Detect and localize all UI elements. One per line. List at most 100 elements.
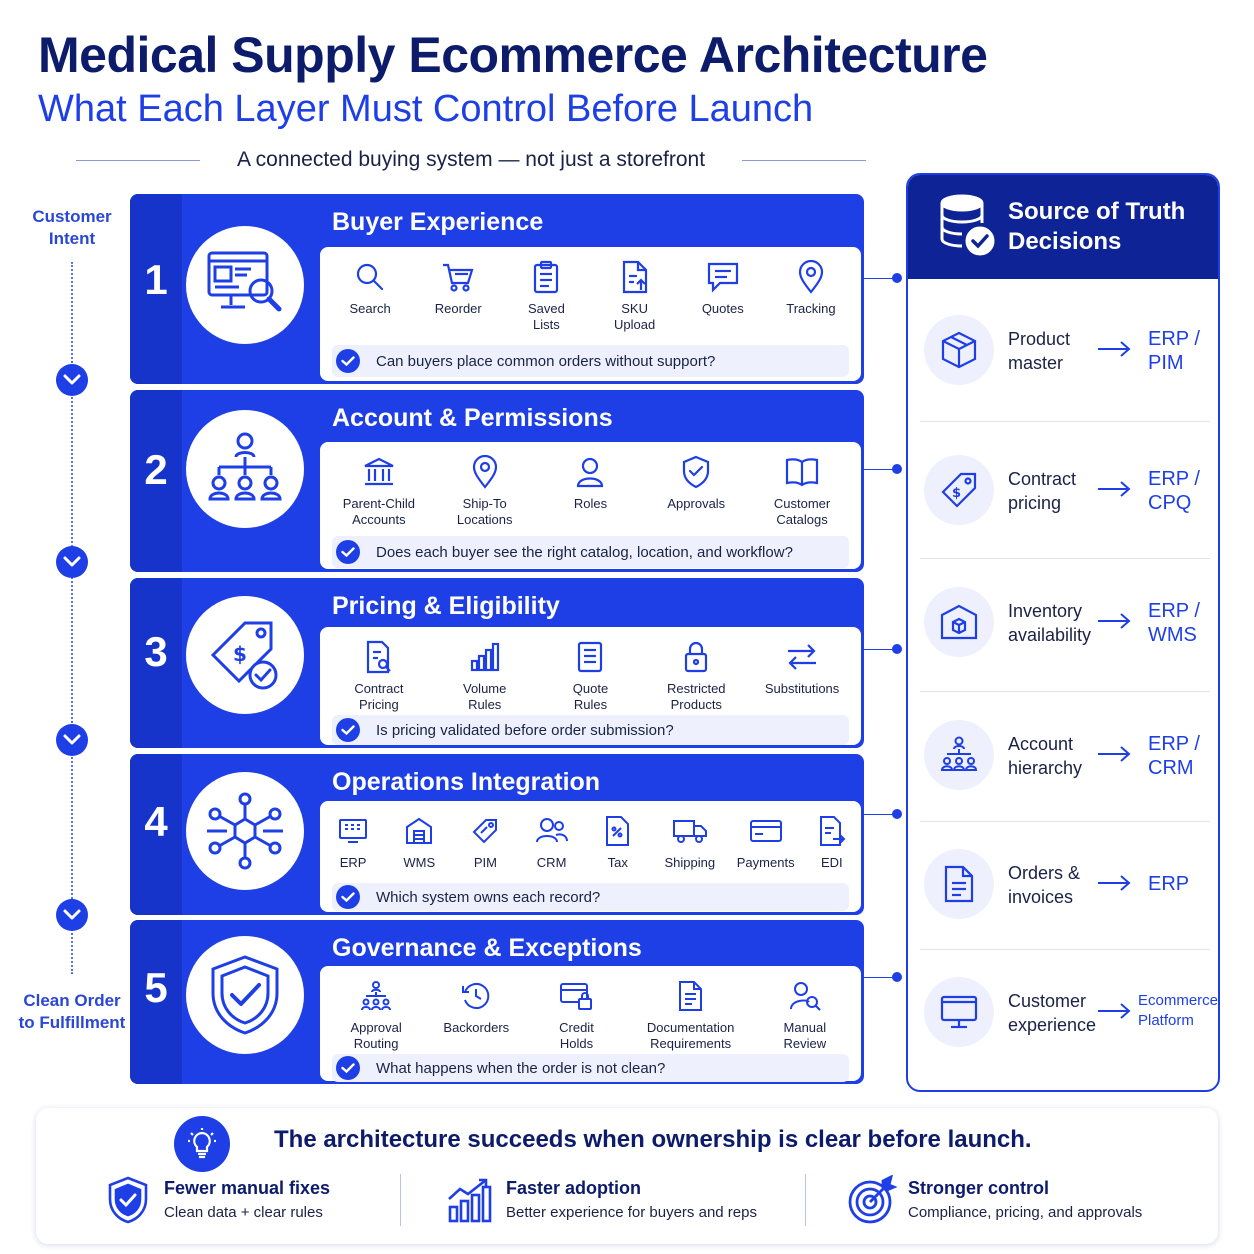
layer-title: Pricing & Eligibility [332, 592, 560, 620]
open-book-icon [784, 452, 820, 492]
document-icon [677, 976, 705, 1016]
source-of-truth-panel: Source of Truth Decisions Product master… [906, 173, 1220, 1092]
search-icon [354, 257, 386, 297]
item-contract-pricing: Contract Pricing [333, 637, 425, 713]
flow-line [71, 262, 73, 974]
network-hub-icon [186, 772, 304, 890]
item-edi: EDI [803, 811, 861, 871]
shield-check-icon [681, 452, 711, 492]
box-icon [924, 315, 994, 385]
tag-icon [470, 811, 500, 851]
card-lock-icon [559, 976, 593, 1016]
price-tag-icon: $ [924, 455, 994, 525]
sot-row-orders-invoices: Orders & invoices ERP [920, 849, 1210, 919]
item-quotes: Quotes [679, 257, 767, 333]
warehouse-icon [404, 811, 434, 851]
item-tax: Tax [585, 811, 651, 871]
clipboard-list-icon [531, 257, 561, 297]
item-substitutions: Substitutions [756, 637, 848, 713]
sot-row-contract-pricing: $ Contract pricing ERP / CPQ [920, 455, 1210, 525]
flow-check-icon [56, 899, 88, 931]
clock-history-icon [460, 976, 492, 1016]
layer-question: Can buyers place common orders without s… [332, 345, 849, 377]
connector-dot [892, 464, 902, 474]
item-quote-rules: Quote Rules [544, 637, 636, 713]
chat-bubble-icon [706, 257, 740, 297]
layer-number: 2 [144, 446, 168, 493]
item-wms: WMS [386, 811, 452, 871]
swap-arrows-icon [785, 637, 819, 677]
growth-chart-icon [444, 1174, 496, 1226]
arrow-right-icon [1096, 744, 1132, 769]
layer-title: Account & Permissions [332, 404, 613, 432]
connector-dot [892, 273, 902, 283]
arrow-right-icon [1096, 611, 1132, 636]
connector-dot [892, 972, 902, 982]
item-ship-to-locations: Ship-To Locations [439, 452, 531, 528]
flow-start-label: Customer Intent [32, 207, 112, 248]
divider [400, 1174, 401, 1226]
layer-panel: Parent-Child Accounts Ship-To Locations … [320, 442, 861, 569]
item-manual-review: Manual Review [759, 976, 851, 1052]
shield-check-icon [186, 936, 304, 1054]
sot-row-product-master: Product master ERP / PIM [920, 315, 1210, 385]
layer-panel: Contract Pricing Volume Rules Quote Rule… [320, 627, 861, 745]
check-circle-icon [336, 885, 360, 909]
layer-panel: Approval Routing Backorders Credit Holds… [320, 966, 861, 1082]
item-roles: Roles [544, 452, 636, 528]
item-tracking: Tracking [767, 257, 855, 333]
layer-number: 5 [144, 964, 168, 1011]
item-backorders: Backorders [430, 976, 522, 1052]
item-volume-rules: Volume Rules [439, 637, 531, 713]
connector-line [864, 649, 898, 650]
item-documentation-requirements: Documentation Requirements [631, 976, 751, 1052]
check-circle-icon [336, 349, 360, 373]
layer-question: Which system owns each record? [332, 883, 849, 911]
database-check-icon [936, 193, 998, 264]
monitor-icon [924, 977, 994, 1047]
layer-question: Is pricing validated before order submis… [332, 715, 849, 745]
layer-number: 1 [144, 256, 168, 303]
tax-document-icon [604, 811, 632, 851]
tagline-rule-right [742, 160, 866, 161]
arrow-right-icon [1096, 479, 1132, 504]
arrow-right-icon [1096, 873, 1132, 898]
item-restricted-products: Restricted Products [650, 637, 742, 713]
check-circle-icon [336, 540, 360, 564]
user-search-icon [789, 976, 821, 1016]
source-of-truth-title: Source of Truth Decisions [1008, 198, 1186, 255]
price-tag-check-icon: $ [186, 596, 304, 714]
item-credit-holds: Credit Holds [530, 976, 622, 1052]
flow-end-label: Clean Order to Fulfillment [18, 991, 126, 1032]
bar-chart-icon [469, 637, 501, 677]
item-crm: CRM [519, 811, 585, 871]
tagline-rule-left [76, 160, 200, 161]
layer-operations-integration: 4 Operations Integration ERP WMS PIM CRM [130, 754, 864, 915]
connector-dot [892, 809, 902, 819]
item-shipping: Shipping [651, 811, 729, 871]
flow-check-icon [56, 546, 88, 578]
item-parent-child-accounts: Parent-Child Accounts [333, 452, 425, 528]
page-title: Medical Supply Ecommerce Architecture [38, 27, 988, 83]
svg-text:$: $ [952, 486, 961, 501]
layer-question: What happens when the order is not clean… [332, 1054, 849, 1082]
server-grid-icon [338, 811, 368, 851]
sot-row-customer-experience: Customer experience Ecommerce Platform [920, 977, 1218, 1047]
document-icon [924, 849, 994, 919]
sot-row-inventory-availability: Inventory availability ERP / WMS [920, 587, 1210, 657]
lightbulb-icon [174, 1116, 230, 1172]
svg-text:$: $ [233, 642, 247, 666]
connector-line [864, 469, 898, 470]
connector-line [864, 814, 898, 815]
item-payments: Payments [729, 811, 803, 871]
layer-pricing-eligibility: 3 $ Pricing & Eligibility Contract Prici… [130, 578, 864, 748]
checklist-icon [576, 637, 604, 677]
bottom-banner: The architecture succeeds when ownership… [36, 1108, 1218, 1244]
layer-title: Governance & Exceptions [332, 934, 642, 962]
tagline: A connected buying system — not just a s… [236, 148, 706, 171]
item-pim: PIM [452, 811, 518, 871]
item-approval-routing: Approval Routing [330, 976, 422, 1052]
item-erp: ERP [320, 811, 386, 871]
cart-icon [441, 257, 475, 297]
connector-line [864, 278, 898, 279]
